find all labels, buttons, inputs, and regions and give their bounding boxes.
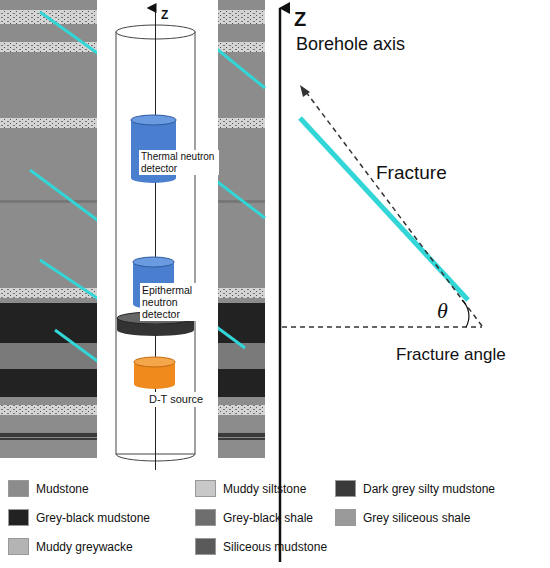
legend-swatch	[335, 480, 356, 497]
legend-text: Grey-black shale	[223, 511, 313, 525]
label-box: D-T source	[147, 392, 217, 407]
legend-text: Muddy greywacke	[36, 540, 133, 554]
dt-source	[134, 357, 175, 389]
legend-swatch	[8, 480, 29, 497]
axis-title: Borehole axis	[296, 34, 405, 55]
legend-text: Siliceous mudstone	[223, 540, 327, 554]
legend-item: Muddy siltstone	[195, 480, 306, 497]
legend-text: Muddy siltstone	[223, 482, 306, 496]
node-text: Epithermal neutron detector	[142, 284, 216, 320]
legend-swatch	[195, 538, 216, 555]
legend-text: Grey-black mudstone	[36, 511, 150, 525]
angle-label: Fracture angle	[396, 345, 506, 365]
legend-swatch	[195, 509, 216, 526]
legend-item: Dark grey silty mudstone	[335, 480, 495, 497]
logging-tool	[97, 0, 218, 470]
axis-label: Z	[161, 8, 168, 22]
fracture-geometry	[280, 8, 482, 562]
axis-label: Z	[294, 8, 306, 31]
legend-item: Grey siliceous shale	[335, 509, 470, 526]
legend-item: Muddy greywacke	[8, 538, 133, 555]
label-box: Epithermal neutron detector	[140, 283, 218, 321]
legend-swatch	[8, 538, 29, 555]
legend-text: Mudstone	[36, 482, 89, 496]
strata-panel	[0, 0, 265, 458]
fracture-label: Fracture	[376, 162, 447, 184]
angle-symbol: θ	[437, 298, 448, 324]
legend-item: Grey-black mudstone	[8, 509, 150, 526]
node-text: D-T source	[149, 393, 215, 406]
node-text: Thermal neutron detector	[141, 151, 217, 174]
legend-item: Grey-black shale	[195, 509, 313, 526]
legend-text: Grey siliceous shale	[363, 511, 470, 525]
legend-swatch	[8, 509, 29, 526]
legend-item: Siliceous mudstone	[195, 538, 327, 555]
legend-swatch	[195, 480, 216, 497]
legend-swatch	[335, 509, 356, 526]
legend-item: Mudstone	[8, 480, 89, 497]
legend-text: Dark grey silty mudstone	[363, 482, 495, 496]
label-box: Thermal neutron detector	[139, 150, 219, 175]
